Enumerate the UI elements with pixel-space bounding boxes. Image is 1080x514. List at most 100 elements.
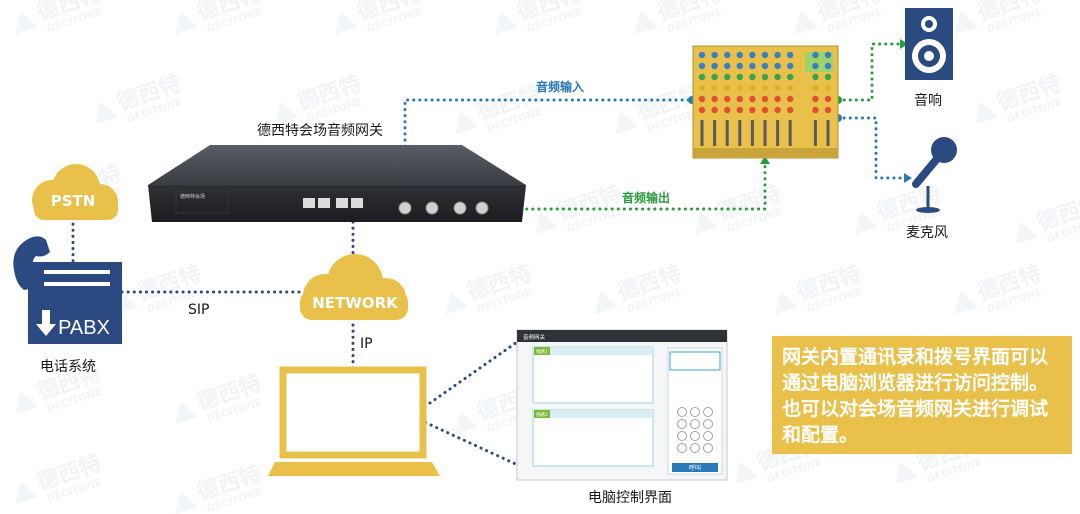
- dialpad-key: [678, 420, 687, 429]
- watermark-logo: 德西特DECITONE: [327, 0, 428, 45]
- mixer-knob: [787, 52, 793, 58]
- mixer-knob: [812, 107, 818, 113]
- mixer-knob: [724, 52, 730, 58]
- network-cloud: NETWORK: [300, 254, 408, 320]
- phone-system-label: 电话系统: [40, 356, 96, 376]
- mixer-mic-line: [838, 118, 908, 178]
- mixer-knob: [812, 85, 818, 91]
- mixer-knob: [724, 85, 730, 91]
- audio-jack-icon: [476, 202, 488, 214]
- dialpad-key: [691, 408, 700, 417]
- watermark-logo: 德西特DECITONE: [687, 181, 788, 245]
- mixer-knob: [749, 63, 755, 69]
- mixer-knob: [737, 85, 743, 91]
- dialpad-key: [704, 432, 713, 441]
- mixer-speaker-line: [838, 44, 902, 100]
- mixer-knob: [749, 96, 755, 102]
- speaker-label: 音响: [914, 90, 942, 110]
- mixer-knob: [774, 96, 780, 102]
- ethernet-port-icon: [351, 198, 363, 208]
- audio-in-label: 音频输入: [536, 78, 584, 95]
- watermark-logo: 德西特DECITONE: [767, 261, 868, 325]
- mixer-knob: [762, 85, 768, 91]
- mixer-knob: [699, 52, 705, 58]
- sip-label: SIP: [188, 302, 209, 318]
- mixer-fader: [738, 120, 741, 146]
- mixer-knob: [749, 85, 755, 91]
- mixer-knob: [749, 52, 755, 58]
- mixer-knob: [774, 107, 780, 113]
- dialpad-key: [691, 444, 700, 453]
- ethernet-port-icon: [303, 198, 315, 208]
- dialpad-key: [704, 444, 713, 453]
- pabx-box: PABX: [13, 236, 122, 344]
- ethernet-port-icon: [336, 198, 348, 208]
- gateway-front-label: 德西特会场: [180, 193, 205, 200]
- mixer-knob: [711, 85, 717, 91]
- gateway-title: 德西特会场音频网关: [257, 120, 383, 140]
- watermark-logo: 德西特DECITONE: [967, 71, 1068, 135]
- mixer-console: [693, 46, 838, 158]
- mixer-knob: [737, 74, 743, 80]
- audio-jack-icon: [399, 202, 411, 214]
- mixer-fader: [776, 120, 779, 146]
- mixer-knob: [812, 74, 818, 80]
- watermark-logo: 德西特DECITONE: [787, 0, 888, 45]
- mixer-fader: [751, 120, 754, 146]
- mixer-knob: [737, 63, 743, 69]
- network-label: NETWORK: [312, 294, 399, 312]
- audio-jack-icon: [454, 202, 466, 214]
- mixer-knob: [762, 74, 768, 80]
- ui-app-title: 音频网关: [523, 333, 546, 341]
- mixer-knob: [787, 85, 793, 91]
- mixer-knob: [711, 96, 717, 102]
- dialpad-key: [704, 408, 713, 417]
- mixer-knob: [774, 74, 780, 80]
- mixer-knob: [787, 74, 793, 80]
- dialpad-key: [678, 408, 687, 417]
- mixer-knob: [699, 74, 705, 80]
- mixer-knob: [825, 52, 831, 58]
- mixer-knob: [812, 63, 818, 69]
- watermark-logo: 德西特DECITONE: [7, 451, 108, 514]
- mixer-knob: [762, 96, 768, 102]
- ui-panel1-tag: 线路1: [536, 348, 548, 355]
- web-ui-screenshot: 音频网关 线路1 线路2 呼叫: [517, 330, 727, 480]
- mixer-knob: [762, 107, 768, 113]
- mixer-knob: [749, 107, 755, 113]
- mixer-knob: [825, 63, 831, 69]
- mixer-fader: [827, 120, 830, 146]
- mixer-knob: [737, 52, 743, 58]
- pc-ui-label: 电脑控制界面: [588, 487, 672, 507]
- ui-call-button: 呼叫: [689, 464, 701, 472]
- feature-note: 网关内置通讯录和拨号界面可以通过电脑浏览器进行访问控制。也可以对会场音频网关进行…: [772, 336, 1072, 454]
- pstn-label: PSTN: [51, 192, 96, 210]
- mixer-knob: [825, 85, 831, 91]
- mixer-knob: [825, 107, 831, 113]
- mixer-knob: [762, 63, 768, 69]
- mixer-knob: [737, 96, 743, 102]
- mixer-knob: [699, 63, 705, 69]
- mixer-knob: [825, 74, 831, 80]
- speaker-icon: [905, 8, 953, 80]
- gateway-device: 德西特会场: [148, 145, 526, 222]
- mixer-knob: [787, 107, 793, 113]
- ethernet-port-icon: [318, 198, 330, 208]
- dialpad-key: [691, 420, 700, 429]
- mixer-knob: [812, 96, 818, 102]
- mixer-knob: [774, 63, 780, 69]
- mixer-fader: [764, 120, 767, 146]
- mixer-fader: [814, 120, 817, 146]
- ui-panel2-tag: 线路2: [536, 411, 548, 418]
- microphone-label: 麦克风: [906, 222, 948, 242]
- mixer-knob: [711, 52, 717, 58]
